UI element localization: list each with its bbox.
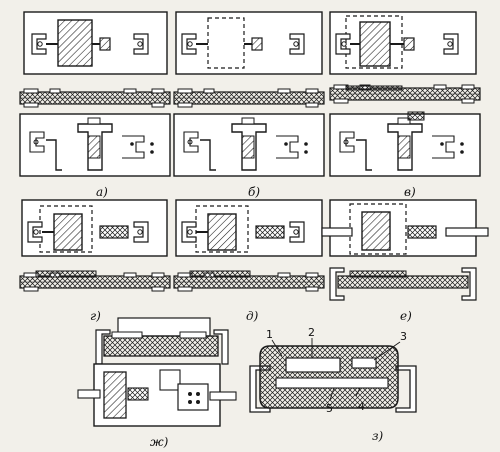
panel-v: в) [329, 11, 481, 199]
panel-label-g: г) [90, 309, 101, 323]
panel-g: г) [19, 199, 171, 323]
panel-label-zh: ж) [150, 435, 169, 449]
panel-label-z: з) [372, 429, 384, 443]
panel-label-a: а) [96, 185, 108, 199]
panel-d: д) [173, 199, 325, 323]
panel-b: б) [173, 11, 325, 199]
callout-4: 4 [358, 400, 365, 413]
callout-3: 3 [400, 330, 407, 343]
panel-e: е) [321, 199, 489, 323]
callout-1: 1 [266, 328, 273, 341]
callout-5: 5 [326, 402, 333, 415]
panel-label-b: б) [248, 185, 260, 199]
panel-zh: ж) [77, 317, 237, 449]
panel-label-e: е) [400, 309, 412, 323]
callout-2: 2 [308, 326, 315, 339]
panel-a: а) [19, 11, 171, 199]
panel-label-v: в) [404, 185, 416, 199]
panel-label-d: д) [246, 309, 259, 323]
panel-z: 1 2 3 4 5 з) [249, 326, 417, 443]
